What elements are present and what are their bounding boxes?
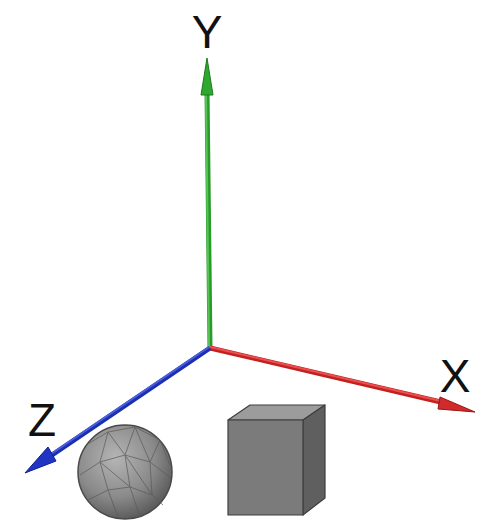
- cube: [228, 405, 325, 515]
- axis-label: X: [440, 353, 471, 399]
- x-axis: [210, 347, 475, 412]
- axis-label: Z: [28, 397, 56, 443]
- y-axis: [201, 58, 213, 348]
- icosphere: [78, 425, 172, 519]
- axis-label: Y: [192, 9, 223, 55]
